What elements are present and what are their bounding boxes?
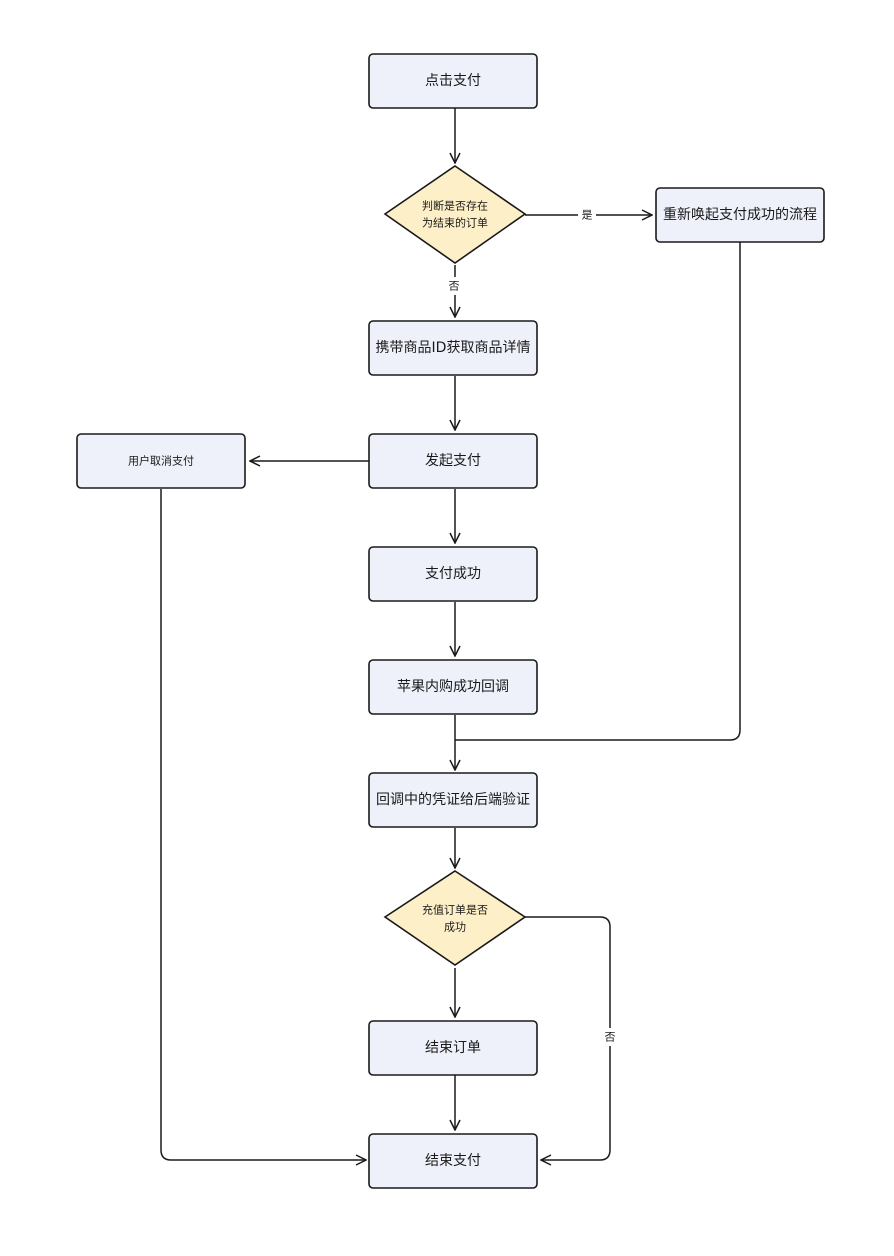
edge-cancel-to-endpay (160, 489, 366, 1160)
decision-check-unfinished-order: 判断是否存在 为结束的订单 (383, 165, 527, 264)
svg-text:携带商品ID获取商品详情: 携带商品ID获取商品详情 (376, 340, 531, 356)
node-initiate-pay: 发起支付 (368, 433, 538, 489)
svg-text:支付成功: 支付成功 (425, 566, 481, 582)
node-end-pay: 结束支付 (368, 1133, 538, 1189)
node-resume-flow: 重新唤起支付成功的流程 (655, 187, 825, 243)
svg-text:充值订单是否: 充值订单是否 (422, 903, 488, 917)
svg-text:否: 否 (605, 1031, 616, 1044)
svg-text:结束支付: 结束支付 (425, 1153, 481, 1169)
decision-check-recharge-success: 充值订单是否 成功 (383, 870, 527, 966)
svg-text:回调中的凭证给后端验证: 回调中的凭证给后端验证 (376, 792, 530, 808)
svg-text:是: 是 (582, 209, 593, 222)
svg-text:结束订单: 结束订单 (425, 1040, 481, 1056)
svg-text:为结束的订单: 为结束的订单 (422, 216, 488, 230)
node-verify-receipt: 回调中的凭证给后端验证 (368, 772, 538, 828)
edge-label-no-unfinished: 否 (445, 277, 463, 295)
svg-text:发起支付: 发起支付 (425, 453, 481, 469)
node-pay-success: 支付成功 (368, 546, 538, 602)
edge-label-yes: 是 (578, 206, 596, 224)
svg-text:重新唤起支付成功的流程: 重新唤起支付成功的流程 (663, 206, 817, 223)
node-click-pay: 点击支付 (368, 53, 538, 109)
node-iap-callback: 苹果内购成功回调 (368, 659, 538, 715)
svg-text:成功: 成功 (444, 921, 466, 934)
node-end-order: 结束订单 (368, 1020, 538, 1076)
svg-text:判断是否存在: 判断是否存在 (422, 199, 488, 213)
node-user-cancel: 用户取消支付 (76, 433, 246, 489)
edge-resume-to-verify (455, 242, 741, 741)
svg-text:用户取消支付: 用户取消支付 (128, 454, 194, 468)
node-fetch-product: 携带商品ID获取商品详情 (368, 320, 538, 376)
svg-text:苹果内购成功回调: 苹果内购成功回调 (397, 679, 509, 695)
svg-text:否: 否 (449, 280, 460, 293)
svg-text:点击支付: 点击支付 (425, 73, 481, 89)
edge-label-no-recharge: 否 (601, 1028, 619, 1046)
